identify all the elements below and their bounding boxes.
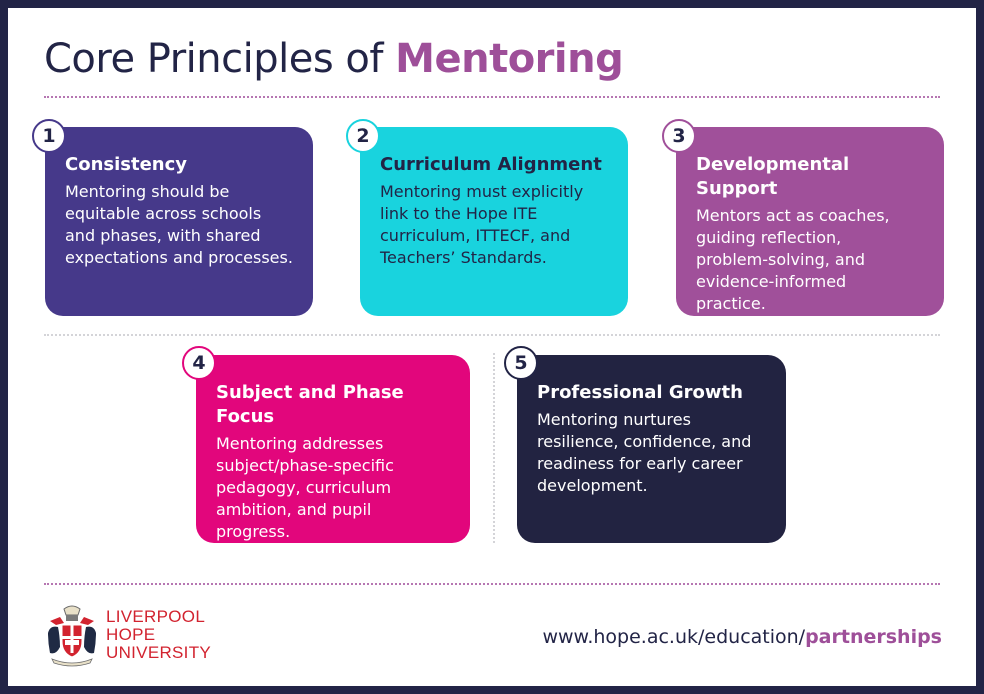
card-heading: Consistency	[65, 154, 188, 175]
bottom-dotted-divider	[44, 583, 940, 585]
partnerships-url-link[interactable]: www.hope.ac.uk/education/partnerships	[542, 626, 942, 648]
card-body: Mentoring must explicitly link to the Ho…	[380, 182, 584, 267]
top-dotted-divider	[44, 96, 940, 98]
url-bold-segment: partnerships	[805, 626, 942, 648]
coat-of-arms-icon	[48, 605, 96, 667]
principle-card-professional-growth: Professional Growth Mentoring nurtures r…	[517, 355, 786, 543]
logo-line-1: LIVERPOOL	[106, 607, 206, 626]
card-body: Mentoring addresses subject/phase-specif…	[216, 434, 394, 541]
title-prefix: Core Principles of	[44, 36, 396, 82]
card-body: Mentors act as coaches, guiding reflecti…	[696, 206, 890, 313]
number-badge-5: 5	[504, 346, 538, 380]
card-heading: Professional Growth	[537, 382, 743, 403]
university-name: LIVERPOOL HOPE UNIVERSITY	[106, 608, 211, 662]
principle-card-subject-phase-focus: Subject and Phase Focus Mentoring addres…	[196, 355, 470, 543]
vertical-dotted-divider	[493, 353, 495, 543]
university-logo[interactable]: LIVERPOOL HOPE UNIVERSITY	[44, 603, 211, 667]
number-badge-1: 1	[32, 119, 66, 153]
number-badge-3: 3	[662, 119, 696, 153]
middle-dotted-divider	[44, 334, 940, 336]
principle-card-developmental-support: Developmental Support Mentors act as coa…	[676, 127, 944, 316]
card-body: Mentoring nurtures resilience, confidenc…	[537, 410, 752, 495]
card-heading: Developmental Support	[696, 154, 850, 199]
card-heading: Subject and Phase Focus	[216, 382, 404, 427]
number-badge-2: 2	[346, 119, 380, 153]
card-heading: Curriculum Alignment	[380, 154, 602, 175]
principle-card-curriculum-alignment: Curriculum Alignment Mentoring must expl…	[360, 127, 628, 316]
principle-card-consistency: Consistency Mentoring should be equitabl…	[45, 127, 313, 316]
logo-line-3: UNIVERSITY	[106, 643, 212, 662]
logo-line-2: HOPE	[106, 625, 156, 644]
title-accent: Mentoring	[395, 36, 624, 82]
infographic-page: Core Principles of Mentoring Consistency…	[8, 8, 976, 686]
page-title: Core Principles of Mentoring	[44, 36, 624, 82]
number-badge-4: 4	[182, 346, 216, 380]
url-prefix: www.hope.ac.uk/education/	[542, 626, 806, 648]
card-body: Mentoring should be equitable across sch…	[65, 182, 293, 267]
